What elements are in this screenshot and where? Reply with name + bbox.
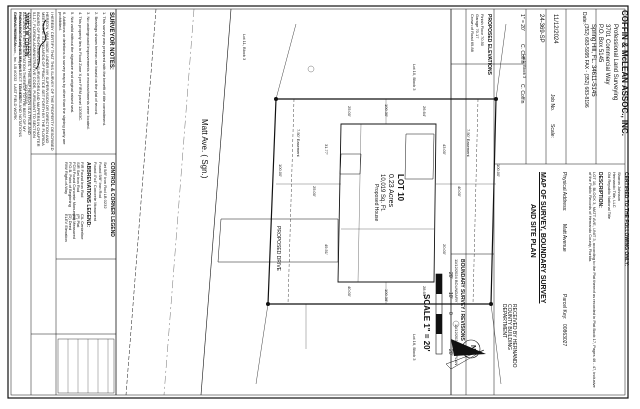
certified-line-3: Old Republic National Title xyxy=(607,172,612,220)
signature-icon xyxy=(35,19,47,70)
control-heading: CONTROL & CORNER LEGEND xyxy=(109,162,115,237)
note-1: 1. This survey was prepared with the ben… xyxy=(102,12,107,126)
scale-bar xyxy=(435,273,443,355)
job-value: 24-369-SP xyxy=(538,14,544,43)
control-3: Found 4"x4" Concrete Monument xyxy=(93,162,98,222)
dim-7: 25.00' xyxy=(347,106,352,117)
physical-address-label: Physical Address: xyxy=(561,172,567,212)
date-value: 11/12/2024 xyxy=(552,14,558,44)
scale-tick-4: 20' xyxy=(447,349,453,356)
elevation-3: Crown of Road 69.88 xyxy=(470,14,475,52)
legend-10: ELEV Elevation xyxy=(64,214,69,242)
legend-heading: ABBREVIATIONS LEGEND: xyxy=(85,162,91,227)
parcel-label: Parcel Key: xyxy=(561,294,567,320)
dim-9: 26.64' xyxy=(422,106,427,117)
dim-6: 40.00' xyxy=(457,186,462,197)
signer-date: 11/12/2024 xyxy=(24,84,29,104)
lot-label: LOT 10 xyxy=(396,174,405,202)
legend-5: R/W Right-of-Way xyxy=(64,162,69,195)
area-acres: 0.23 Acres xyxy=(387,174,394,208)
company-city: Spring Hill, FL. 34611-5145 xyxy=(590,24,596,97)
physical-address-value: Matt Avenue xyxy=(561,224,567,252)
dim-10: 28.64' xyxy=(422,286,427,297)
revision-1: 11/12/2024 BOUNDARY xyxy=(454,259,459,303)
signer-title: Professional Surveyor & Mapper xyxy=(18,12,23,70)
control-2: Found 5/8" Iron Rod xyxy=(98,162,103,198)
survey-drawing xyxy=(7,5,629,399)
dim-4: 100.36' xyxy=(384,289,389,302)
company-address1: 3701 Commercial Way xyxy=(604,24,610,85)
dim-14: 20.00' xyxy=(442,244,447,255)
title-line-1: MAP OF SURVEY, BOUNDARY SURVEY xyxy=(539,172,546,304)
certified-line-1: Sharon Johnson xyxy=(617,172,622,202)
north-label: N xyxy=(469,345,476,351)
revision-2: 11/12/2024 SITE PLAN xyxy=(454,324,459,366)
job-label: Job No. xyxy=(549,94,555,112)
proposed-drive-label: PROPOSED DRIVE xyxy=(275,226,281,272)
dim-2: 100.00' xyxy=(496,164,501,177)
street-label: Matt Ave. ( Sgn.) xyxy=(200,119,209,179)
signer-license: LS# 4917 xyxy=(18,84,23,102)
description-heading: DESCRIPTION: xyxy=(597,172,603,208)
dim-5: 25.00' xyxy=(312,186,317,197)
certified-line-2: Hernando Title, LLC xyxy=(612,172,617,208)
company-name: COFFIN & McLEAN ASSOC., INC. xyxy=(620,10,629,136)
scale-tick-2: 10' xyxy=(447,292,453,299)
lot-north: Lot 10, Block 3 xyxy=(412,64,417,91)
company-subtitle: Professional Land Surveying xyxy=(612,24,618,101)
survey-sheet: COFFIN & McLEAN ASSOC., INC. Professiona… xyxy=(6,4,632,404)
dim-8: 40.00' xyxy=(347,286,352,297)
signer-name: JAMES W. COFFIN xyxy=(23,12,29,57)
dim-12: 49.51' xyxy=(324,244,329,255)
note-2: 2. Bearings shown hereon are based on th… xyxy=(94,12,99,116)
note-4: 4. This property lies in Flood Zone X pe… xyxy=(78,12,83,122)
certified-heading: CERTIFIED TO THE FOLLOWING ONLY: xyxy=(623,172,629,267)
parcel-value: 00863027 xyxy=(561,324,567,347)
control-1: Set 5/8" Iron Rod LB 0232 xyxy=(103,162,108,209)
last-field-work: LAST FIELD WORK xyxy=(13,84,18,120)
revisions-heading: BOUNDARY SURVEY / REVISIONS xyxy=(459,259,465,341)
elevation-2: Garage 70.17 xyxy=(475,14,480,39)
area-sqft: 10,019 Sq. Ft. xyxy=(379,174,385,212)
scale-tick-1: 20' xyxy=(447,272,453,279)
lot-west: Lot 11, Block 3 xyxy=(242,34,247,61)
easement-bottom: 7.50' Easement xyxy=(466,129,471,157)
dim-1: 100.00' xyxy=(278,164,283,177)
scale-bar-label: SCALE 1" = 20' xyxy=(422,294,431,352)
checked-value: C. Coffin xyxy=(519,84,525,104)
company-address2: P.O. Box 5145 xyxy=(597,24,603,63)
note-6: 6. Additions or deletions to survey maps… xyxy=(58,12,67,145)
note-5: 5. Not valid without the signature and o… xyxy=(70,12,75,114)
elevations-heading: PROPOSED ELEVATIONS xyxy=(486,14,492,75)
dim-3: 100.30' xyxy=(384,104,389,117)
scale-value: 1" = 20' xyxy=(519,14,525,31)
signer-firm: Coffin & McLean Assoc., Inc. LB #0232 xyxy=(13,12,18,82)
description-text: LOT 10, BLOCK 3, MATT AVE, UNIT 3, accor… xyxy=(588,172,597,388)
elevation-1: Finish Floor 70.50 xyxy=(480,14,485,47)
house-label: Proposed House xyxy=(373,184,379,222)
easement-top: 7.50' Easement xyxy=(296,129,301,157)
date-label: Date: xyxy=(581,12,587,24)
lot-south: Lot 16, Block 3 xyxy=(412,334,417,361)
lot-east: Lot 9, Block 3 xyxy=(522,54,527,79)
scale-label: Scale: xyxy=(549,124,555,138)
title-line-2: AND SITE PLAN xyxy=(529,204,536,258)
note-3: 3. No underground improvements or encroa… xyxy=(86,12,91,130)
company-phone: (352) 683-5995 FAX - (352) 683-8196 xyxy=(583,24,589,108)
notes-heading: SURVEYOR NOTES: xyxy=(108,12,114,70)
north-arrow-icon xyxy=(445,339,486,370)
scale-tick-3: 0 xyxy=(447,312,453,315)
dept-stamp: RECEIVED BY HERNANDO COUNTY BUILDING DEP… xyxy=(501,304,517,368)
dim-11: 31.77' xyxy=(324,144,329,155)
dim-13: 43.00' xyxy=(442,144,447,155)
